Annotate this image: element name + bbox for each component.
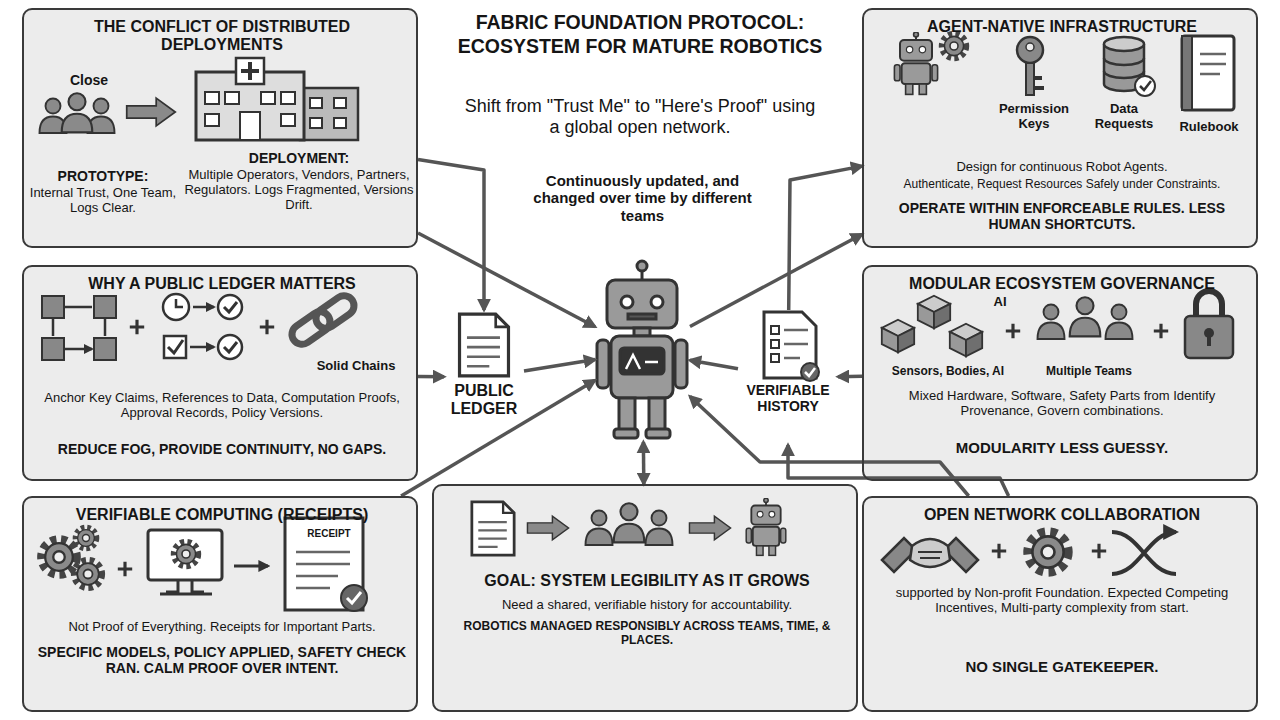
governance-icons (882, 291, 1233, 358)
panel-text: Data Requests (1079, 102, 1169, 132)
panel-text: Need a shared, verifiable history for ac… (440, 598, 854, 613)
icon-node: PUBLIC LEDGER (444, 310, 524, 445)
panel-text: Multiple Teams (1024, 365, 1154, 379)
panel-box: GOAL: SYSTEM LEGIBILITY AS IT GROWS Need … (432, 484, 858, 712)
central-robot (597, 261, 687, 438)
connector-arrow (418, 375, 444, 379)
node-label: PUBLIC LEDGER (444, 382, 524, 419)
ledger-icons (42, 292, 358, 360)
panel-text: PROTOTYPE: (28, 168, 178, 184)
panel-box: MODULAR ECOSYSTEM GOVERNANCE AI Sensors, B… (862, 265, 1258, 481)
panel-text: NO SINGLE GATEKEEPER. (872, 658, 1252, 675)
panel-text: OPERATE WITHIN ENFORCEABLE RULES. LESS H… (872, 200, 1252, 232)
panel-text: REDUCE FOG, PROVIDE CONTINUITY, NO GAPS. (32, 441, 412, 457)
connector-arrow (642, 442, 646, 484)
connector-arrow (401, 380, 595, 496)
panel-text: Mixed Hardware, Software, Safety Parts f… (872, 389, 1252, 419)
panel-text: Solid Chains (306, 359, 406, 374)
panel-text: AI (982, 295, 1018, 310)
panel-text: RECEIPT (294, 528, 364, 540)
connector-arrow (524, 360, 595, 372)
connector-arrow (418, 160, 484, 311)
panel-box: AGENT-NATIVE INFRASTRUCTURE Permission Ke… (862, 8, 1258, 248)
panel-heading: WHY A PUBLIC LEDGER MATTERS (32, 275, 412, 293)
collaboration-icons (882, 532, 1176, 574)
panel-text: supported by Non-profit Foundation. Expe… (872, 586, 1252, 616)
connector-arrow (690, 360, 738, 368)
panel-text: SPECIFIC MODELS, POLICY APPLIED, SAFETY … (32, 644, 412, 676)
panel-text: Internal Trust, One Team, Logs Clear. (28, 186, 178, 216)
panel-text: Rulebook (1164, 120, 1254, 135)
panel-heading: GOAL: SYSTEM LEGIBILITY AS IT GROWS (440, 572, 854, 590)
panel-text: MODULARITY LESS GUESSY. (872, 439, 1252, 456)
computing-icons (42, 518, 367, 611)
connector-arrow (418, 233, 595, 327)
connector-arrow (690, 397, 969, 497)
icon-node: Continuously updated, and changed over t… (595, 262, 690, 442)
panel-text: Anchor Key Claims, References to Data, C… (32, 391, 412, 421)
subtitle: Shift from "Trust Me" to "Here's Proof" … (458, 96, 822, 137)
connector-arrow (789, 166, 862, 310)
panel-text: Sensors, Bodies, AI (868, 365, 1028, 379)
icon-node: VERIFIABLE HISTORY (738, 310, 838, 445)
node-label: Continuously updated, and changed over t… (515, 172, 770, 224)
panel-box: VERIFIABLE COMPUTING (RECEIPTS) RECEIPT No… (22, 496, 418, 712)
panel-heading: AGENT-NATIVE INFRASTRUCTURE (872, 18, 1252, 36)
panel-heading: THE CONFLICT OF DISTRIBUTED DEPLOYMENTS (32, 18, 412, 55)
panel-text: Permission Keys (984, 102, 1084, 132)
panel-box: THE CONFLICT OF DISTRIBUTED DEPLOYMENTS C… (22, 8, 418, 248)
panel-box: WHY A PUBLIC LEDGER MATTERS Solid ChainsA… (22, 265, 418, 481)
connector-arrow (690, 234, 862, 326)
panel-text: Close (54, 72, 124, 88)
diagram-title: FABRIC FOUNDATION PROTOCOL: ECOSYSTEM FO… (428, 10, 852, 59)
panel-box: OPEN NETWORK COLLABORATION supported by N… (862, 496, 1258, 712)
agent-icons (894, 32, 1234, 110)
panel-fills (22, 8, 1258, 712)
node-label: VERIFIABLE HISTORY (738, 382, 838, 414)
panel-text: Authenticate, Request Resources Safely u… (872, 178, 1252, 192)
panel-text: DEPLOYMENT: (184, 150, 414, 166)
panel-text: Multiple Operators, Vendors, Partners, R… (184, 168, 414, 213)
panel-text: Design for continuous Robot Agents. (872, 160, 1252, 175)
connector-arrow (838, 375, 862, 379)
panel-heading: VERIFIABLE COMPUTING (RECEIPTS) (32, 506, 412, 524)
goal-icons (472, 498, 786, 555)
ledger-document (460, 314, 509, 376)
panel-text: ROBOTICS MANAGED RESPONSIBLY ACROSS TEAM… (440, 620, 854, 648)
panel-text: Not Proof of Everything. Receipts for Im… (32, 620, 412, 635)
panel-heading: MODULAR ECOSYSTEM GOVERNANCE (872, 275, 1252, 293)
panel-heading: OPEN NETWORK COLLABORATION (872, 506, 1252, 524)
team-to-deployment-icon (40, 58, 359, 140)
history-document (764, 312, 819, 381)
